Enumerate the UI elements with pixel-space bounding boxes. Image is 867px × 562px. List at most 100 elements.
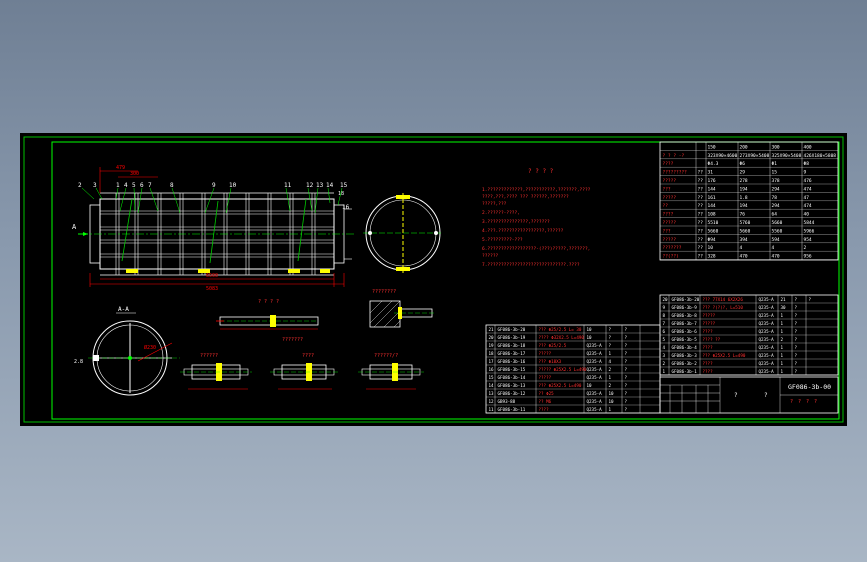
bom-cell: ? [795, 305, 798, 310]
spec-table-cell: 300 [772, 144, 780, 150]
title-cell: ? [790, 399, 793, 405]
tech-note-line: 3.???????????????,??????? [482, 219, 550, 225]
spec-table-cell: ?? [698, 245, 704, 251]
bom-cell: ? [625, 383, 628, 388]
bom-cell: ????? [703, 321, 716, 326]
balloon-8: 8 [170, 182, 174, 189]
bom-cell: 9 [663, 305, 666, 310]
spec-table-cell: 594 [772, 237, 780, 243]
tech-note-line: 4.???.?????????????????,?????? [482, 228, 564, 234]
bom-cell: GF086-3b-20 [672, 297, 700, 302]
bom-cell: GF086-3b-16 [498, 359, 526, 364]
spec-table-cell: 5660 [708, 228, 719, 234]
spec-table-cell: 2 [804, 245, 807, 251]
cad-viewport[interactable]: A 479 300 6500 5083 18 2 3 1 4 5 6 7 8 9 [20, 133, 847, 426]
bom-cell: Q235-A [587, 375, 603, 380]
bom-cell: ???? [703, 329, 714, 334]
bom-cell: Q235-A [759, 369, 775, 374]
spec-table-cell: 15 [772, 170, 778, 176]
spec-table-cell: 4 [772, 245, 775, 251]
bom-cell: GF086-3b-18 [498, 343, 526, 348]
dim-top-b: 300 [130, 171, 139, 177]
spec-table-cell: 474 [804, 186, 812, 192]
bom-cell: 2 [609, 367, 612, 372]
bom-cell: ???? [539, 407, 550, 412]
bom-cell: 2 [609, 383, 612, 388]
dim-right: 18 [338, 191, 344, 197]
title-cell: ? [814, 399, 817, 405]
bom-cell: ? [625, 343, 628, 348]
spec-table-cell: 5966 [804, 228, 815, 234]
bom-cell: 20 [489, 335, 495, 340]
bom-cell: Q235-A [759, 305, 775, 310]
spec-table-cell: 5510 [708, 220, 719, 226]
bom-cell: ??? Φ25/2.5 L= 30 [539, 327, 582, 332]
bom-cell: 11 [489, 407, 495, 412]
bom-cell: 6 [663, 329, 666, 334]
bom-cell: 1 [781, 369, 784, 374]
spec-table-cell: 325X90×5408 [772, 153, 802, 159]
detail-label: ???????? [372, 289, 396, 295]
bom-cell: ????? Φ25X2.5 L=490 [539, 367, 587, 372]
bom-cell: GF086-3b-11 [498, 407, 526, 412]
bom-cell: GF086-3b-20 [498, 327, 526, 332]
tech-note-line: 1.?????????????,???????????,???????,???? [482, 187, 591, 193]
bom-cell: GF086-3b-7 [672, 321, 698, 326]
bom-cell: 1 [781, 321, 784, 326]
balloon-10: 10 [229, 182, 237, 189]
bom-cell: 17 [489, 359, 495, 364]
balloon-5: 5 [132, 182, 136, 189]
bom-cell: ? [625, 335, 628, 340]
main-view: A 479 300 6500 5083 18 2 3 1 4 5 6 7 8 9 [72, 165, 356, 292]
bom-cell: 5 [663, 337, 666, 342]
balloon-4: 4 [124, 182, 128, 189]
bom-cell: Q235-A [587, 367, 603, 372]
spec-table-cell: 294 [772, 186, 780, 192]
end-view [363, 193, 443, 273]
bom-cell: ? [795, 369, 798, 374]
bom-cell: 1 [781, 345, 784, 350]
spec-table-cell: ?? [698, 212, 704, 218]
bom-cell: GF086-3b-17 [498, 351, 526, 356]
section-a-a-label: A-A [118, 306, 129, 313]
bom-cell: 1 [781, 361, 784, 366]
bom-cell: Q235-A [759, 345, 775, 350]
spec-table-cell: 278 [740, 178, 748, 184]
bom-cell: Q235-A [587, 407, 603, 412]
bom-cell: 20 [663, 297, 669, 302]
balloon-13: 13 [316, 182, 324, 189]
spec-table-cell: 328 [708, 254, 716, 260]
spec-table-cell: 29 [740, 170, 746, 176]
bom-cell: Q235-A [759, 297, 775, 302]
tech-notes-title: ? ? ? ? [528, 168, 554, 175]
spec-table-cell: ?? [698, 254, 704, 260]
bom-cell: 4 [663, 345, 666, 350]
bom-cell: ?? Φ25 [539, 391, 555, 396]
spec-table-cell: 5844 [804, 220, 815, 226]
tech-note-line: 7.?????????????????????????????.???? [482, 262, 580, 268]
bom-cell: GF086-3b-19 [498, 335, 526, 340]
balloon-2: 2 [78, 182, 82, 189]
balloon-15: 15 [340, 182, 348, 189]
spec-table-cell: ??????? [663, 245, 682, 251]
spec-table-cell: ?? [663, 203, 669, 209]
spec-table-cell: ?? [698, 195, 704, 201]
bom-cell: 4 [609, 359, 612, 364]
spec-table-cell: ????? [663, 178, 677, 184]
spec-table-cell: 31 [708, 170, 714, 176]
bom-cell: GF086-3b-8 [672, 313, 698, 318]
spec-table-cell: 400 [804, 144, 812, 150]
spec-table-cell: Φ8 [804, 161, 810, 167]
spec-table-cell: ?? [698, 178, 704, 184]
bom-cell: GB93-88 [498, 399, 516, 404]
bom-cell: Q235-A [587, 391, 603, 396]
bom-cell: 13 [489, 391, 495, 396]
tech-note-line: ?????,??? [482, 201, 507, 207]
bom-cell: Q235-A [759, 353, 775, 358]
bom-cell: 18 [489, 351, 495, 356]
bom-cell: 1 [609, 407, 612, 412]
spec-table-cell: 76 [740, 212, 746, 218]
